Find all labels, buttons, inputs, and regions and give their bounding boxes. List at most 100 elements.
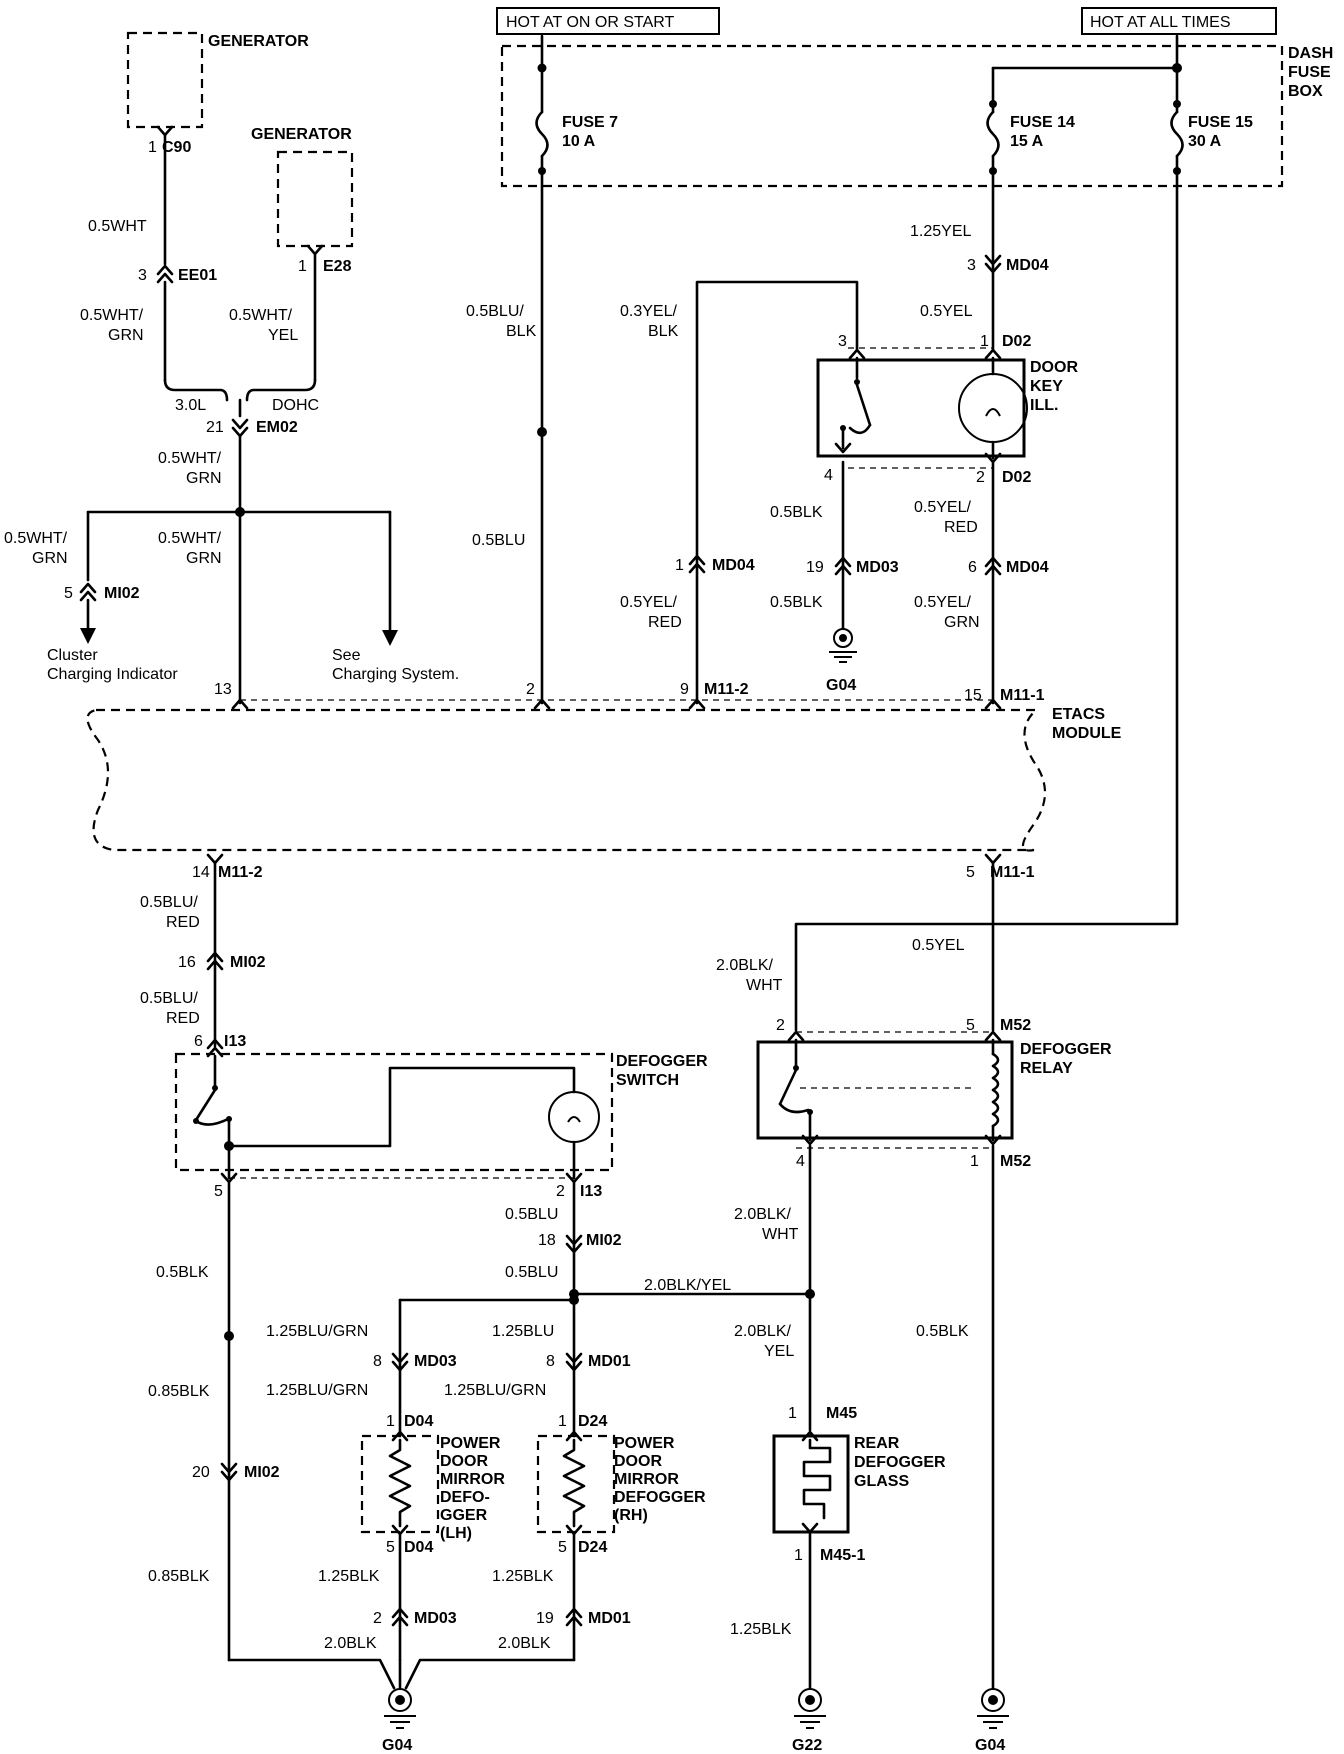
fuse-14-label: FUSE 14 xyxy=(1010,114,1075,131)
m45-pin1 xyxy=(801,1430,819,1442)
d24-a-pin: 1 xyxy=(558,1413,567,1430)
door-key-label-1: DOOR xyxy=(1030,359,1078,376)
wire-right-to-g04 xyxy=(404,1658,576,1690)
relay-pin5 xyxy=(984,1030,1002,1042)
d04-a-pin: 1 xyxy=(386,1413,395,1430)
d04-a-label: D04 xyxy=(404,1413,433,1430)
heater-grid-icon xyxy=(802,1438,832,1520)
relay-pin5-num: 5 xyxy=(966,1017,975,1034)
i13-a-pin: 6 xyxy=(194,1033,203,1050)
mirror-rh-label-5: (RH) xyxy=(614,1507,648,1524)
defog-bulb-filament xyxy=(567,1116,581,1123)
etacs-pin5-num: 5 xyxy=(966,864,975,881)
wire-left-to-g04 xyxy=(227,1658,396,1690)
mi02-connector-d xyxy=(220,1462,238,1482)
switch-pin3 xyxy=(848,348,866,360)
md03-a-pin: 19 xyxy=(806,559,824,576)
d24-b-pin: 5 xyxy=(558,1539,567,1556)
resistor-lh-icon xyxy=(388,1438,412,1528)
dash-fuse-box-outline xyxy=(500,44,1284,188)
wire-label-05blu-blk-1: 0.5BLU/ xyxy=(466,303,524,320)
defogger-relay-label-2: RELAY xyxy=(1020,1060,1073,1077)
mirror-lh-label-1: POWER xyxy=(440,1435,501,1452)
rear-defogger-glass xyxy=(772,1434,850,1534)
wire-label-05yel-red-a-2: RED xyxy=(944,519,978,536)
md01-b-label: MD01 xyxy=(588,1610,631,1627)
etacs-pin14-num: 14 xyxy=(192,864,210,881)
md04-top-label: MD04 xyxy=(1006,257,1049,274)
md04-a-pin: 1 xyxy=(675,557,684,574)
md04-top-pin: 3 xyxy=(967,257,976,274)
md03-connector-c xyxy=(391,1607,409,1627)
splice-085blk xyxy=(224,1331,234,1341)
md04-a-label: MD04 xyxy=(712,557,755,574)
relay-pin4 xyxy=(801,1134,819,1146)
mi02-cluster-label: MI02 xyxy=(104,585,140,602)
wire-door-switch xyxy=(695,280,859,705)
md03-a-label: MD03 xyxy=(856,559,899,576)
dash-fuse-box-label-3: BOX xyxy=(1288,83,1323,100)
wire-label-125blk-b: 1.25BLK xyxy=(492,1568,554,1585)
mi02-connector-c xyxy=(565,1234,583,1254)
wire-label-05wht-yel-2: YEL xyxy=(268,327,298,344)
fuse-7 xyxy=(535,34,549,175)
wire-label-125blk-a: 1.25BLK xyxy=(318,1568,380,1585)
wire-label-05wht: 0.5WHT xyxy=(88,218,147,235)
mirror-rh-label-1: POWER xyxy=(614,1435,675,1452)
bulb-filament xyxy=(985,408,1001,417)
fuse-15-label: FUSE 15 xyxy=(1188,114,1253,131)
fuse-7-label: FUSE 7 xyxy=(562,114,618,131)
hot-on-start-label: HOT AT ON OR START xyxy=(506,14,675,31)
m11-2-a-label: M11-2 xyxy=(704,681,749,698)
wire-label-05blk-a: 0.5BLK xyxy=(770,504,823,521)
defog-pin5-num: 5 xyxy=(214,1183,223,1200)
wire-label-125yel: 1.25YEL xyxy=(910,223,971,240)
m45-label: M45 xyxy=(826,1405,857,1422)
wire-label-05yel-a: 0.5YEL xyxy=(920,303,973,320)
d02-b-pin: 2 xyxy=(976,469,985,486)
relay-sw-arc xyxy=(778,1102,810,1114)
md03-c-label: MD03 xyxy=(414,1610,457,1627)
switch-pin4 xyxy=(834,442,852,454)
hot-all-times-label: HOT AT ALL TIMES xyxy=(1090,14,1231,31)
wire-label-125blu-grn-b: 1.25BLU/GRN xyxy=(266,1382,368,1399)
fuse-7-rating: 10 A xyxy=(562,133,596,150)
wire-label-05yel-red-b-1: 0.5YEL/ xyxy=(620,594,677,611)
wire-label-20blk-a: 2.0BLK xyxy=(324,1635,377,1652)
md01-connector-b xyxy=(565,1607,583,1627)
mi02-d-label: MI02 xyxy=(244,1464,280,1481)
md03-connector-b xyxy=(391,1352,409,1372)
md01-connector-a xyxy=(565,1352,583,1372)
ground-g04-a-label: G04 xyxy=(826,677,856,694)
mi02-connector-cluster xyxy=(79,582,97,602)
defog-switch-contact-b xyxy=(226,1116,232,1122)
splice-blk-yel xyxy=(805,1289,815,1299)
mirror-rh-label-4: DEFOGGER xyxy=(614,1489,706,1506)
generator-2-label: GENERATOR xyxy=(251,126,352,143)
etacs-pin15-num: 15 xyxy=(964,687,982,704)
etacs-pin2-num: 2 xyxy=(526,681,535,698)
mirror-lh-label-6: (LH) xyxy=(440,1525,472,1542)
ground-g22-icon xyxy=(794,1688,826,1729)
wire-label-085blk-a: 0.85BLK xyxy=(148,1383,210,1400)
wire-label-20blk-wht-a-2: WHT xyxy=(746,977,783,994)
mirror-lh-label-3: MIRROR xyxy=(440,1471,505,1488)
i13-a-label: I13 xyxy=(224,1033,246,1050)
dash-fuse-box-label-1: DASH xyxy=(1288,45,1333,62)
etacs-pin9-num: 9 xyxy=(680,681,689,698)
see-charging-label-1: See xyxy=(332,647,361,664)
defog-switch-arc xyxy=(194,1117,230,1126)
m45-pin: 1 xyxy=(788,1405,797,1422)
splice-blu xyxy=(537,427,547,437)
option-bracket-dohc xyxy=(245,378,317,402)
em02-label: EM02 xyxy=(256,419,298,436)
mirror-lh-label-4: DEFO- xyxy=(440,1489,490,1506)
wire-label-05wht-yel-1: 0.5WHT/ xyxy=(229,307,293,324)
wire-label-05blu-red-b-2: RED xyxy=(166,1010,200,1027)
wire-label-05yel-red-a-1: 0.5YEL/ xyxy=(914,499,971,516)
fuse-15-rating: 30 A xyxy=(1188,133,1222,150)
wire-fuse15-relay xyxy=(794,169,1179,1032)
fuse-14 xyxy=(986,66,1000,175)
wire-label-05yel-grn-1: 0.5YEL/ xyxy=(914,594,971,611)
